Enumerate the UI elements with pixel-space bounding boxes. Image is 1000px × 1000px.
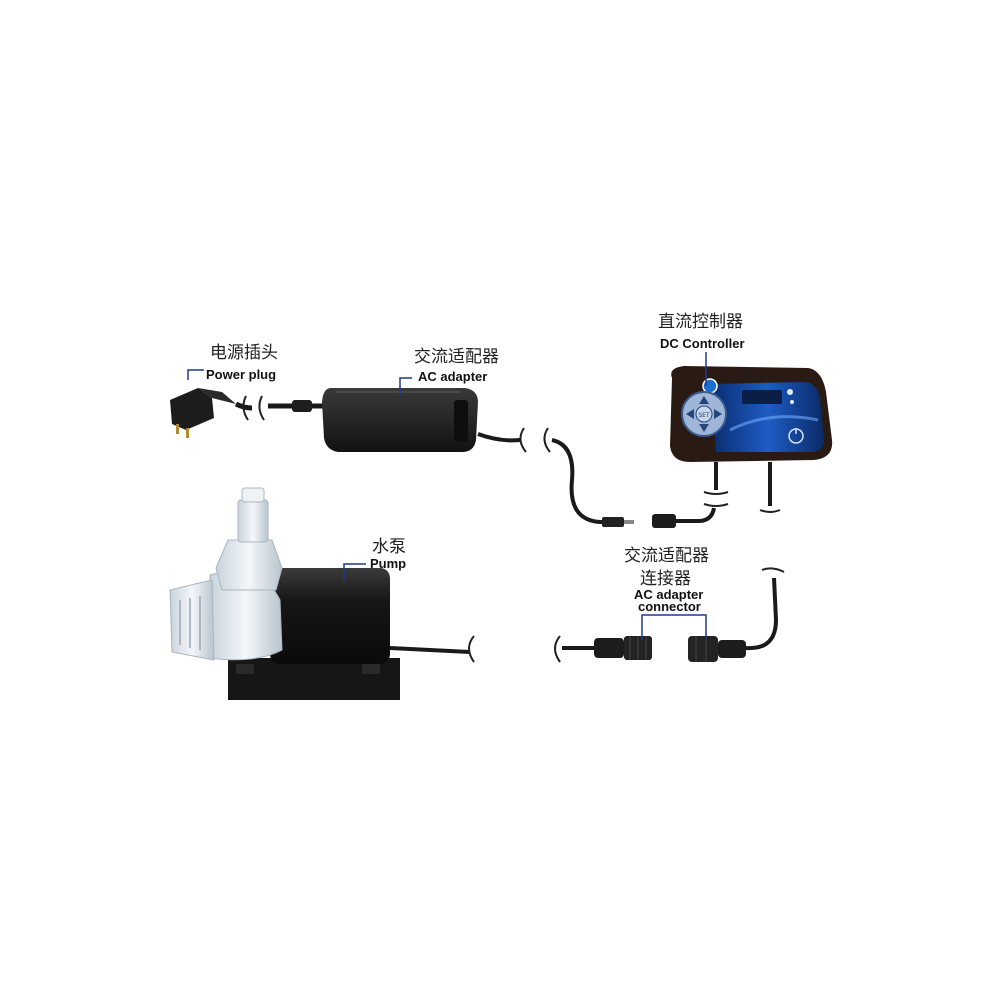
dc-controller-body xyxy=(670,366,833,462)
ac-adapter-label-en: AC adapter xyxy=(418,369,488,384)
controller-cables xyxy=(714,462,781,513)
pump-body xyxy=(169,487,400,700)
callout-lines xyxy=(187,352,707,640)
pump-label-en: Pump xyxy=(370,556,407,571)
connector-label-en-line2: connector xyxy=(638,599,701,614)
power-plug-label-cn: 电源插头 xyxy=(210,343,278,363)
dc-controller-label-cn: 直流控制器 xyxy=(658,312,743,332)
pump-label-cn: 水泵 xyxy=(372,537,406,557)
connector-female xyxy=(688,567,785,662)
set-button-label: SET xyxy=(698,412,710,419)
connector-label-cn-line1: 交流适配器 xyxy=(624,546,709,566)
adapter-output-cable xyxy=(477,427,729,528)
power-plug xyxy=(170,388,236,438)
connector-male xyxy=(594,636,652,660)
ac-adapter-label-cn: 交流适配器 xyxy=(414,347,499,367)
plug-cable xyxy=(234,395,325,421)
pump-cable xyxy=(389,635,594,663)
connector-label-en-line1: AC adapter xyxy=(634,587,704,602)
power-plug-label-en: Power plug xyxy=(206,367,277,382)
ac-adapter-body xyxy=(322,388,478,452)
connector-label-cn-line2: 连接器 xyxy=(640,569,691,589)
dc-controller-label-en: DC Controller xyxy=(660,336,745,351)
